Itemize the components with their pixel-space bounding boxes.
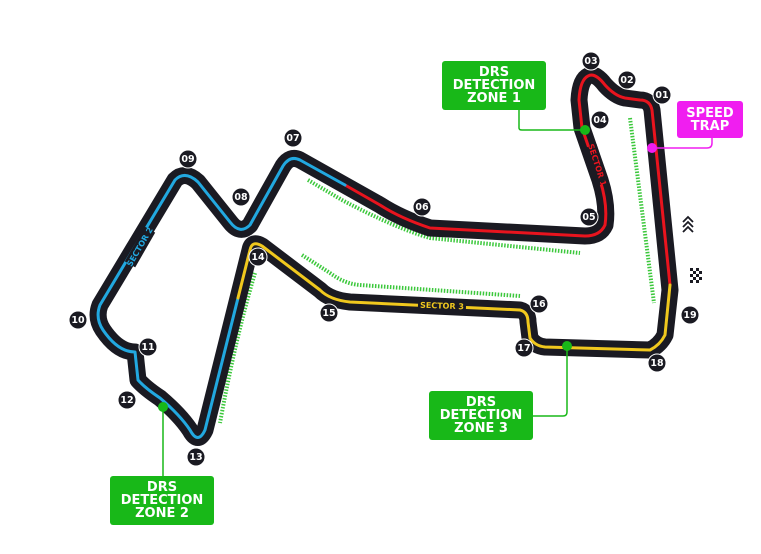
drs-zones [218,117,656,424]
drs-1-marker [580,125,590,135]
corner-11: 11 [138,337,158,357]
drs-1-line3: ZONE 1 [467,91,521,106]
svg-text:02: 02 [620,75,633,86]
drs-detection-zone-3-label: DRS DETECTION ZONE 3 [429,391,533,440]
drs-zone-back-straight [306,178,581,255]
speed-trap-marker [647,143,657,153]
svg-text:SECTOR 3: SECTOR 3 [420,301,464,312]
drs-3-line2: DETECTION [439,408,523,423]
svg-text:07: 07 [286,133,299,144]
svg-text:17: 17 [517,343,530,354]
corner-13: 13 [186,447,206,467]
corner-16: 16 [529,294,549,314]
corner-17: 17 [514,338,534,358]
corner-09: 09 [178,149,198,169]
drs-3-marker [562,341,572,351]
drs-3-connector [533,346,568,417]
svg-text:11: 11 [141,342,154,353]
corner-19: 19 [680,305,700,325]
corner-05: 05 [579,207,599,227]
drs-zone-sector3 [300,253,521,298]
corner-08: 08 [231,187,251,207]
corner-15: 15 [319,303,339,323]
svg-text:10: 10 [71,315,85,326]
svg-text:18: 18 [650,358,664,369]
drs-detection-zone-2-label: DRS DETECTION ZONE 2 [110,476,214,525]
corner-06: 06 [412,197,432,217]
svg-text:05: 05 [582,212,595,223]
drs-2-marker [158,402,168,412]
drs-zone-sector2 [218,272,257,424]
svg-text:15: 15 [322,308,335,319]
drs-3-line3: ZONE 3 [454,421,508,436]
speed-trap-line1: SPEED [686,105,734,121]
sector-2-line [96,157,347,439]
svg-text:12: 12 [120,395,133,406]
corner-markers: 01 02 03 04 05 06 07 08 09 10 11 12 13 14 15 16 17 18 19 [68,51,700,467]
svg-text:14: 14 [251,252,265,263]
sector-3-label: SECTOR 3 [417,299,467,313]
direction-chevrons-icon [682,215,694,233]
svg-text:03: 03 [584,56,597,67]
corner-04: 04 [590,110,610,130]
drs-2-line3: ZONE 2 [135,506,189,521]
corner-03: 03 [581,51,601,71]
svg-text:01: 01 [655,90,668,101]
drs-1-line1: DRS [478,65,510,80]
checkered-flag-icon [690,268,702,283]
corner-12: 12 [117,390,137,410]
sector-1-line [343,73,672,287]
corner-18: 18 [647,353,667,373]
svg-text:08: 08 [234,192,248,203]
drs-detection-zone-1-label: DRS DETECTION ZONE 1 [442,61,546,110]
corner-07: 07 [283,128,303,148]
speed-trap-connector [652,138,713,149]
sector-3-line [236,242,672,352]
speed-trap-line2: TRAP [690,118,730,134]
corner-01: 01 [652,85,672,105]
drs-2-line1: DRS [146,480,178,495]
drs-1-line2: DETECTION [452,78,536,93]
svg-text:19: 19 [683,310,696,321]
svg-text:09: 09 [181,154,194,165]
speed-trap-label: SPEED TRAP [677,101,743,138]
drs-1-connector [518,110,585,131]
svg-text:13: 13 [189,452,202,463]
drs-3-line1: DRS [465,395,497,410]
corner-10: 10 [68,310,88,330]
corner-02: 02 [617,70,637,90]
svg-text:16: 16 [532,299,546,310]
svg-text:06: 06 [415,202,429,213]
svg-text:04: 04 [593,115,607,126]
drs-2-line2: DETECTION [120,493,204,508]
corner-14: 14 [248,247,268,267]
drs-zone-main-straight [628,117,656,304]
